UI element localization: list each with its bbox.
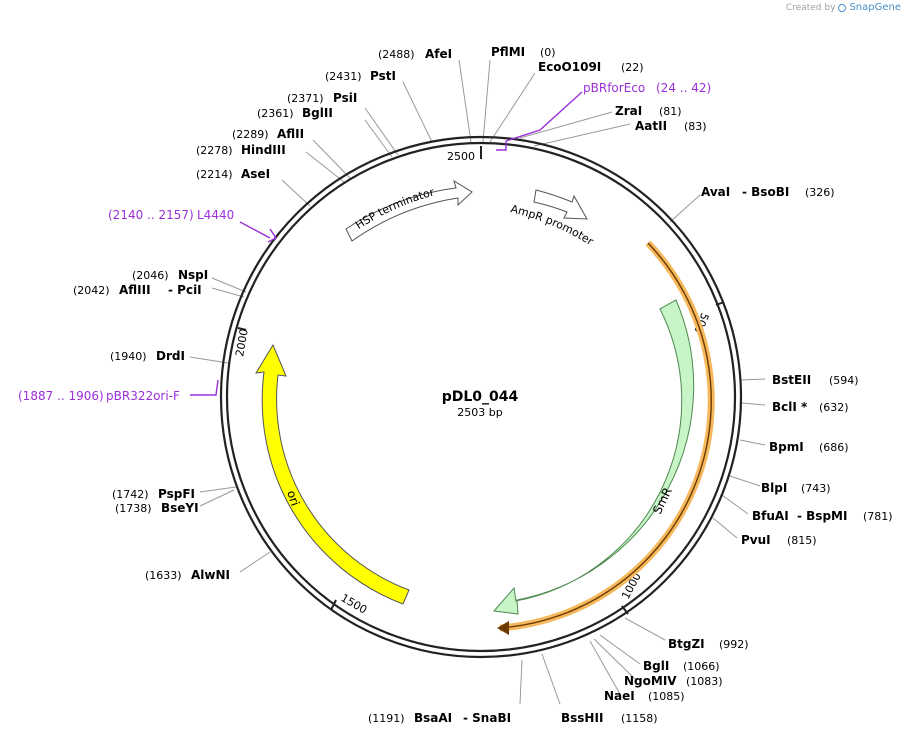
site-pcii-name: - PciI: [168, 283, 202, 297]
site-bpmi-pos: (686): [819, 441, 849, 454]
site-bgli-name: BglI: [643, 659, 669, 673]
site-ngomiv-name: NgoMIV: [624, 674, 677, 688]
primer-pbrforeco-range: (24 .. 42): [656, 81, 711, 95]
site-bglii-pos: (2361): [257, 107, 294, 120]
site-bglii-name: BglII: [302, 106, 333, 120]
site-pspfi-pos: (1742): [112, 488, 149, 501]
site-btgzi-name: BtgZI: [668, 637, 705, 651]
site-afliii-pos: (2042): [73, 284, 110, 297]
site-pvui-name: PvuI: [741, 533, 771, 547]
backbone-inner-ring: [225, 141, 737, 653]
primer-pbr322ori-name: pBR322ori-F: [106, 389, 180, 403]
site-psti-name: PstI: [370, 69, 396, 83]
site-blpi-name: BlpI: [761, 481, 787, 495]
site-bsshii-name: BssHII: [561, 711, 603, 725]
site-eco0109i-name: EcoO109I: [538, 60, 601, 74]
site-eco0109i-pos: (22): [621, 61, 644, 74]
primer-pbrforeco-name: pBRforEco: [583, 81, 645, 95]
credit-brand: SnapGene: [849, 2, 901, 13]
tick-label-2500: 2500: [447, 150, 475, 163]
site-blpi-pos: (743): [801, 482, 831, 495]
site-ngomiv-pos: (1083): [686, 675, 723, 688]
site-bsshii-pos: (1158): [621, 712, 658, 725]
site-pspfi-name: PspFI: [158, 487, 195, 501]
snapgene-logo-icon: [838, 3, 847, 12]
site-aflii-pos: (2289): [232, 128, 269, 141]
snapgene-credit: Created by SnapGene: [786, 2, 901, 13]
site-bfuai-name: BfuAI: [752, 509, 789, 523]
site-drdi-pos: (1940): [110, 350, 147, 363]
primer-l4440-name: L4440: [197, 208, 234, 222]
site-bfuai-pos: (781): [863, 510, 893, 523]
site-bsobi-name: - BsoBI: [742, 185, 789, 199]
site-drdi-name: DrdI: [156, 349, 185, 363]
tick-label-1500: 1500: [339, 591, 370, 616]
sites-left: (2488) AfeI (2431) PstI (2371) PsiI (236…: [73, 47, 511, 725]
smr-region-arc-line: [499, 242, 712, 629]
site-bseyi-pos: (1738): [115, 502, 152, 515]
backbone-outer-ring: [219, 135, 743, 659]
site-bseyi-name: BseYI: [161, 501, 199, 515]
smr-region-arc-arrowhead: [497, 621, 509, 635]
ampr-promoter-label: AmpR promoter: [509, 202, 596, 248]
hsp-terminator-label: HSP terminator: [353, 185, 436, 232]
ori-feature-label: ori: [284, 489, 302, 508]
site-aflii-name: AflII: [277, 127, 304, 141]
site-psii-name: PsiI: [333, 91, 357, 105]
site-bcli-name: BclI *: [772, 400, 808, 414]
site-afei-pos: (2488): [378, 48, 415, 61]
site-bpmi-name: BpmI: [769, 440, 804, 454]
site-snabi-name: - SnaBI: [463, 711, 511, 725]
credit-prefix: Created by: [785, 2, 836, 13]
ampr-promoter-arrow: [533, 189, 588, 220]
site-psii-pos: (2371): [287, 92, 324, 105]
site-btgzi-pos: (992): [719, 638, 749, 651]
site-pvui-pos: (815): [787, 534, 817, 547]
site-bsteii-pos: (594): [829, 374, 859, 387]
plasmid-length: 2503 bp: [457, 406, 502, 419]
site-asei-pos: (2214): [196, 168, 233, 181]
site-bsaai-pos: (1191): [368, 712, 405, 725]
site-zrai-name: ZraI: [615, 104, 642, 118]
primer-l4440-range: (2140 .. 2157): [108, 208, 194, 222]
site-bcli-pos: (632): [819, 401, 849, 414]
site-afliii-name: AflIII: [119, 283, 151, 297]
tick-label-2000: 2000: [233, 328, 251, 358]
site-pflmi-pos: (0): [540, 46, 556, 59]
site-hindiii-name: HindIII: [241, 143, 286, 157]
site-zrai-pos: (81): [659, 105, 682, 118]
site-naei-name: NaeI: [604, 689, 635, 703]
site-psti-pos: (2431): [325, 70, 362, 83]
smr-feature-arrow: [493, 299, 695, 615]
site-hindiii-pos: (2278): [196, 144, 233, 157]
site-avai-name: AvaI: [701, 185, 730, 199]
sites-right: PflMI (0) EcoO109I (22) ZraI (81) AatII …: [491, 45, 893, 725]
site-avai-pos: (326): [805, 186, 835, 199]
site-asei-name: AseI: [241, 167, 270, 181]
primer-markers: [190, 91, 583, 396]
site-bgli-pos: (1066): [683, 660, 720, 673]
site-bsteii-name: BstEII: [772, 373, 811, 387]
site-leader-lines: [189, 59, 766, 705]
site-nspi-pos: (2046): [132, 269, 169, 282]
site-bsaai-name: BsaAI: [414, 711, 452, 725]
site-aatii-pos: (83): [684, 120, 707, 133]
site-afei-name: AfeI: [425, 47, 452, 61]
site-bspmi-name: - BspMI: [797, 509, 847, 523]
hsp-terminator-arrow: [345, 179, 473, 242]
site-aatii-name: AatII: [635, 119, 667, 133]
site-naei-pos: (1085): [648, 690, 685, 703]
primer-pbr322ori-range: (1887 .. 1906): [18, 389, 104, 403]
plasmid-name: pDL0_044: [442, 389, 519, 405]
tick-marks: [237, 146, 725, 615]
site-pflmi-name: PflMI: [491, 45, 525, 59]
site-alwni-pos: (1633): [145, 569, 182, 582]
site-nspi-name: NspI: [178, 268, 208, 282]
ori-feature-arrow: [255, 343, 410, 605]
site-alwni-name: AlwNI: [191, 568, 230, 582]
smr-feature-label: SmR: [650, 485, 675, 516]
